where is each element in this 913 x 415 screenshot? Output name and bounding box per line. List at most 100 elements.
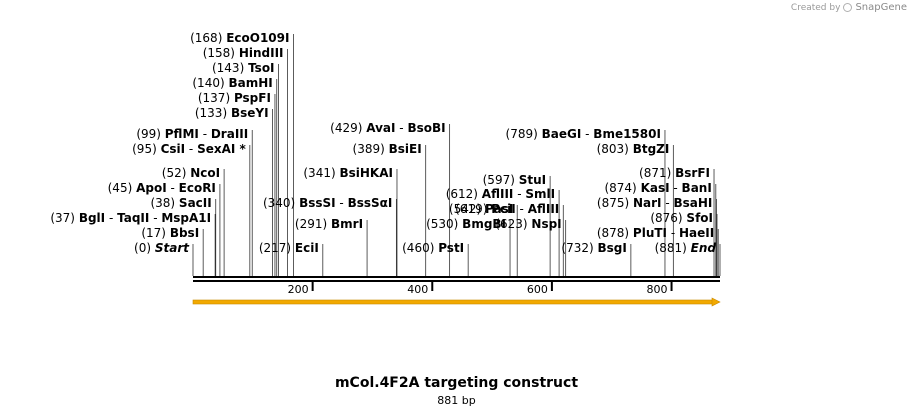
- site-label: (597) StuI: [483, 173, 546, 187]
- enzyme-name: PstI: [438, 241, 464, 255]
- site-position: (217): [259, 241, 295, 255]
- enzyme-name: BbsI: [170, 226, 199, 240]
- site-position: (52): [162, 166, 190, 180]
- site-label: (143) TsoI: [212, 61, 275, 75]
- feature-arrowhead: [711, 297, 721, 307]
- site-name-separator: -: [395, 121, 407, 135]
- enzyme-name: DraIII: [211, 127, 248, 141]
- site-label: (52) NcoI: [162, 166, 220, 180]
- site-position: (803): [597, 142, 633, 156]
- site-position: (341): [303, 166, 339, 180]
- enzyme-name: BsiEI: [389, 142, 422, 156]
- enzyme-name: BmgBI: [462, 217, 506, 231]
- site-label: (158) HindIII: [203, 46, 284, 60]
- ruler-tick-label: 400: [407, 283, 428, 296]
- site-position: (37): [50, 211, 78, 225]
- site-name-separator: -: [149, 211, 161, 225]
- site-label: (0) Start: [134, 241, 190, 255]
- site-position: (99): [136, 127, 164, 141]
- site-label: (340) BssSI - BssSαI: [263, 196, 392, 210]
- enzyme-name: Bme1580I: [593, 127, 661, 141]
- site-position: (137): [198, 91, 234, 105]
- site-label: (612) AflIII - SmlI: [446, 187, 555, 201]
- enzyme-name: BsoBI: [407, 121, 445, 135]
- site-label: (95) CsiI - SexAI *: [132, 142, 246, 156]
- site-label: (168) EcoO109I: [190, 31, 289, 45]
- site-label: (542) PasI: [449, 202, 513, 216]
- snapgene-watermark: Created by SnapGene: [791, 2, 907, 13]
- site-name-separator: -: [667, 226, 679, 240]
- enzyme-name: TsoI: [248, 61, 274, 75]
- watermark-brand: SnapGene: [855, 2, 907, 13]
- site-name-separator: -: [581, 127, 593, 141]
- site-label: (881) End: [655, 241, 717, 255]
- site-label: (619) PciI - AflIII: [455, 202, 559, 216]
- site-position: (597): [483, 173, 519, 187]
- enzyme-name: ApoI: [136, 181, 167, 195]
- site-label: (789) BaeGI - Bme1580I: [506, 127, 661, 141]
- site-position: (291): [295, 217, 331, 231]
- enzyme-name: AflIII: [482, 187, 514, 201]
- enzyme-name: BssSI: [299, 196, 336, 210]
- site-position: (612): [446, 187, 482, 201]
- site-name-separator: -: [199, 127, 211, 141]
- site-label: (429) AvaI - BsoBI: [330, 121, 445, 135]
- enzyme-name: BsaHI: [674, 196, 713, 210]
- site-position: (340): [263, 196, 299, 210]
- site-position: (0): [134, 241, 155, 255]
- site-label: (389) BsiEI: [353, 142, 422, 156]
- site-position: (623): [495, 217, 531, 231]
- enzyme-name: BtgZI: [633, 142, 670, 156]
- enzyme-name: NarI: [633, 196, 662, 210]
- site-label: (133) BseYI: [195, 106, 269, 120]
- site-label: (137) PspFI: [198, 91, 271, 105]
- site-label: (99) PflMI - DraIII: [136, 127, 248, 141]
- enzyme-name: EcoRI: [179, 181, 216, 195]
- site-label: (217) EciI: [259, 241, 319, 255]
- construct-length: 881 bp: [437, 394, 476, 407]
- site-name-separator: -: [670, 181, 682, 195]
- ruler-tick-label: 800: [647, 283, 668, 296]
- site-label: (871) BsrFI: [639, 166, 710, 180]
- ruler-tick-label: 200: [288, 283, 309, 296]
- site-name-separator: -: [336, 196, 348, 210]
- site-position: (95): [132, 142, 160, 156]
- site-position: (460): [402, 241, 438, 255]
- enzyme-name: NcoI: [190, 166, 220, 180]
- watermark-prefix: Created by: [790, 2, 841, 13]
- site-name-separator: -: [516, 202, 528, 216]
- enzyme-name: BaeGI: [542, 127, 582, 141]
- enzyme-name: BanI: [682, 181, 712, 195]
- site-label: (17) BbsI: [141, 226, 199, 240]
- site-position: (429): [330, 121, 366, 135]
- enzyme-name: BmrI: [331, 217, 363, 231]
- site-position: (619): [455, 202, 491, 216]
- enzyme-name: BsrFI: [675, 166, 710, 180]
- enzyme-name: SexAI *: [197, 142, 246, 156]
- site-position: (143): [212, 61, 248, 75]
- construct-title: mCol.4F2A targeting construct: [334, 375, 579, 391]
- enzyme-name: PspFI: [234, 91, 271, 105]
- site-label: (38) SacII: [150, 196, 211, 210]
- site-position: (871): [639, 166, 675, 180]
- site-label: (140) BamHI: [192, 76, 272, 90]
- site-label: (291) BmrI: [295, 217, 363, 231]
- site-label: (623) NspI: [495, 217, 561, 231]
- enzyme-name: PciI: [491, 202, 516, 216]
- site-name-separator: -: [167, 181, 179, 195]
- enzyme-name: PasI: [485, 202, 513, 216]
- site-position: (875): [597, 196, 633, 210]
- site-label: (45) ApoI - EcoRI: [108, 181, 216, 195]
- enzyme-name: Start: [155, 241, 190, 255]
- enzyme-name: MspA1I: [161, 211, 211, 225]
- site-position: (789): [506, 127, 542, 141]
- site-position: (874): [604, 181, 640, 195]
- site-position: (732): [561, 241, 597, 255]
- enzyme-name: StuI: [519, 173, 546, 187]
- site-name-separator: -: [662, 196, 674, 210]
- enzyme-name: SfoI: [686, 211, 713, 225]
- enzyme-name: BssSαI: [348, 196, 393, 210]
- site-label: (803) BtgZI: [597, 142, 670, 156]
- snapgene-logo-icon: [843, 3, 853, 12]
- enzyme-name: BseYI: [231, 106, 269, 120]
